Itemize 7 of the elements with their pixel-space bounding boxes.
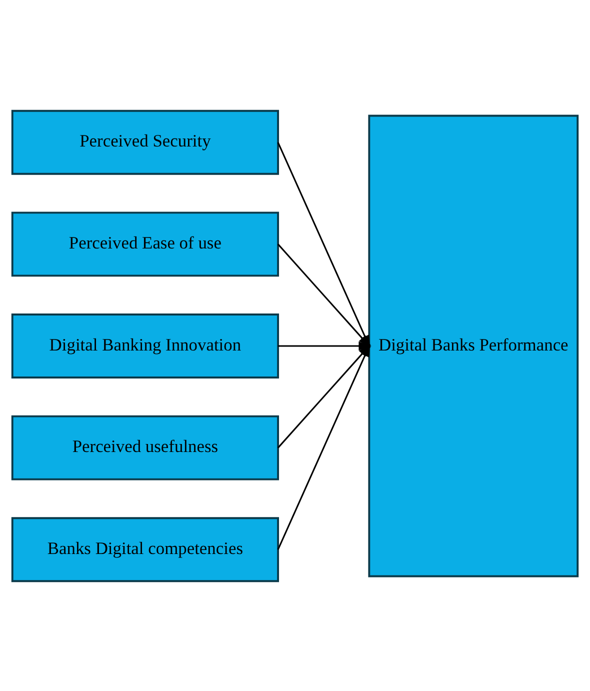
- node-box: Perceived usefulness: [11, 414, 279, 480]
- node-box: Digital Banks Performance: [368, 114, 579, 577]
- arrow: [278, 341, 372, 350]
- node-box: Digital Banking Innovation: [11, 313, 279, 378]
- node-box: Banks Digital competencies: [11, 516, 279, 582]
- node-box: Perceived Ease of use: [11, 211, 279, 276]
- node-box: Perceived Security: [11, 109, 279, 174]
